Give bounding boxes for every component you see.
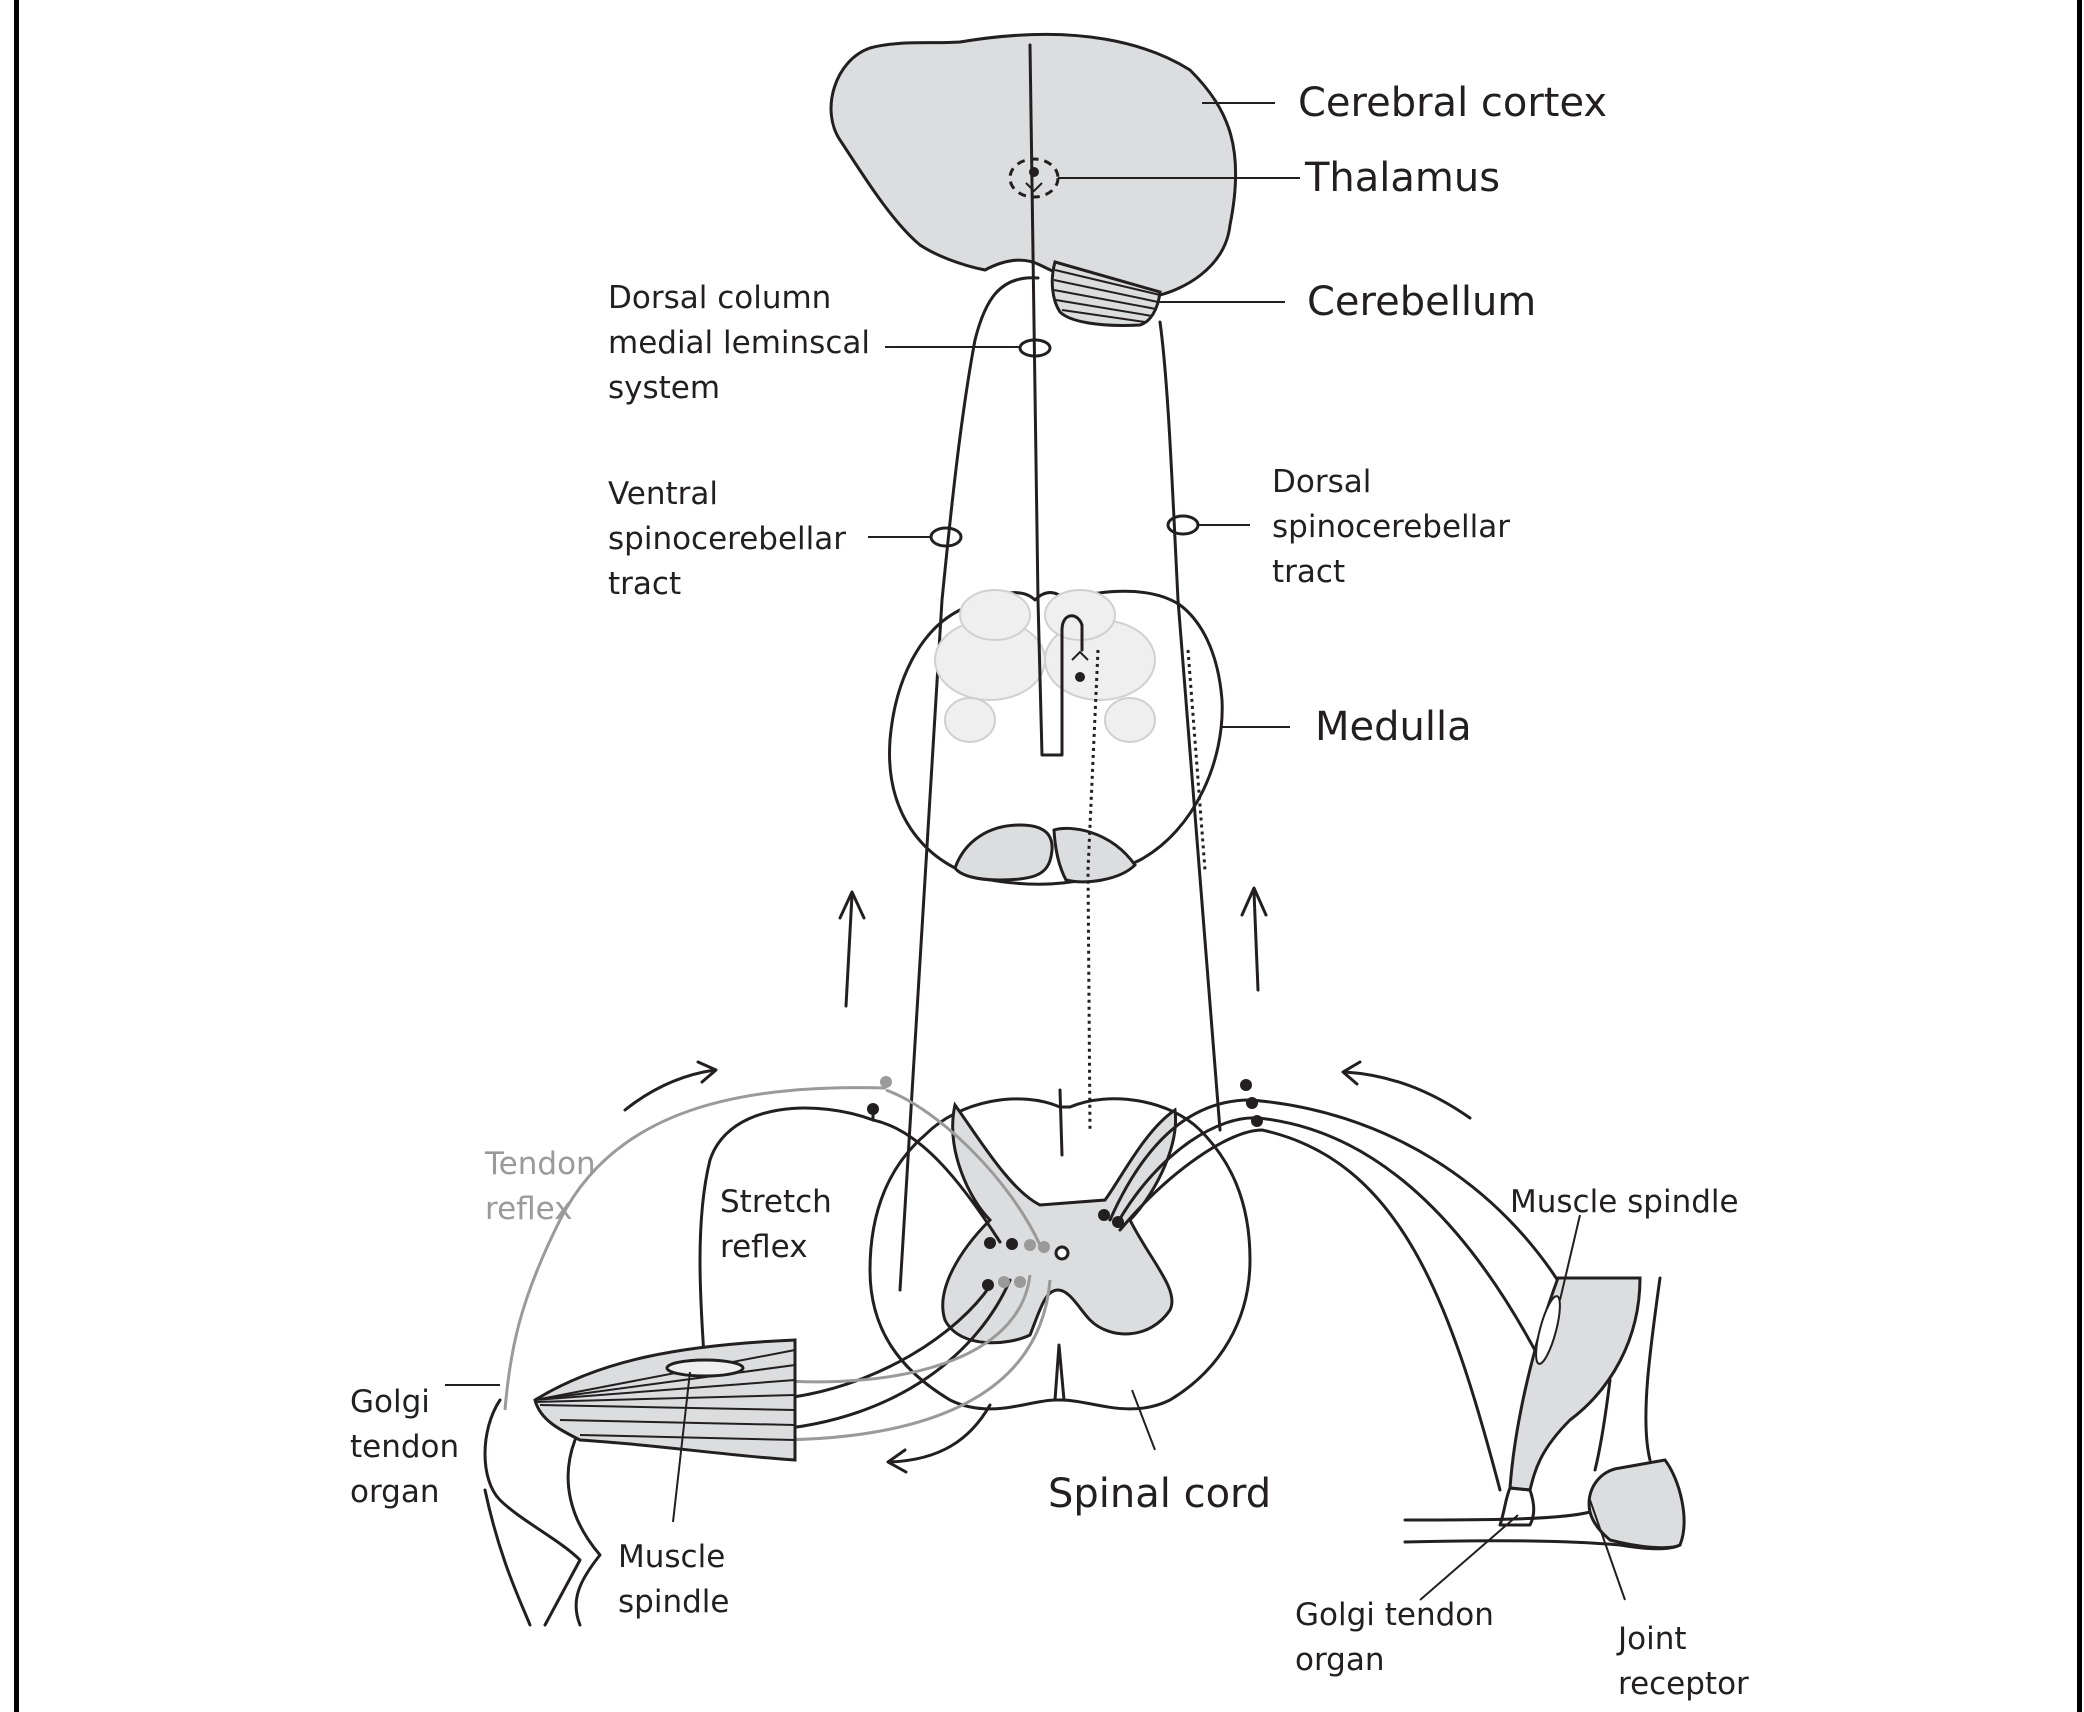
right-afferent-3 bbox=[1118, 1128, 1502, 1492]
label-ventral-spinocerebellar-tract: Ventral spinocerebellar tract bbox=[608, 476, 847, 602]
thalamus-synapse-fork bbox=[1025, 182, 1043, 193]
knee-tibia bbox=[483, 1488, 532, 1627]
dorsal-spinocerebellar-marker bbox=[1166, 514, 1200, 536]
right-muscle-spindle bbox=[1535, 1295, 1561, 1365]
curved-arrow-top-left bbox=[623, 1060, 718, 1112]
spinal-cord-dorsal-median-sulcus bbox=[1058, 1088, 1064, 1157]
ascending-arrow-right bbox=[1240, 886, 1268, 992]
label-cerebral-cortex: Cerebral cortex bbox=[1298, 80, 1608, 126]
knee-femur bbox=[483, 1398, 582, 1627]
left-efferent-2 bbox=[768, 1278, 1012, 1432]
left-muscle-fibers bbox=[534, 1349, 796, 1441]
shin-bone bbox=[1644, 1276, 1662, 1462]
left-efferent-gray-1 bbox=[769, 1274, 1032, 1384]
label-golgi-tendon-organ-left: Golgi tendon organ bbox=[350, 1384, 460, 1510]
label-tendon-reflex: Tendon reflex bbox=[485, 1146, 596, 1227]
tendon-reflex-afferent bbox=[503, 1086, 887, 1411]
label-medulla: Medulla bbox=[1315, 704, 1472, 750]
medulla-crossing-dotted-2 bbox=[1186, 649, 1207, 871]
label-dorsal-spinocerebellar-tract: Dorsal spinocerebellar tract bbox=[1272, 464, 1511, 590]
leader-lines bbox=[445, 102, 1626, 1601]
curved-arrow-bottom bbox=[886, 1403, 992, 1474]
right-afferent-1 bbox=[1108, 1098, 1572, 1302]
spinal-cord-outline bbox=[868, 1097, 1252, 1411]
right-tendon bbox=[1498, 1486, 1536, 1527]
cerebellum-shape bbox=[1050, 260, 1162, 327]
left-muscle-spindle bbox=[665, 1358, 745, 1378]
curved-arrow-top-right bbox=[1341, 1060, 1472, 1120]
central-canal bbox=[1054, 1245, 1070, 1261]
medulla-nuclei bbox=[934, 589, 1156, 743]
frame-border-left bbox=[14, 0, 19, 1712]
ankle-joint bbox=[1587, 1458, 1686, 1550]
medulla-crossing-dotted-1 bbox=[1086, 649, 1100, 1131]
label-stretch-reflex: Stretch reflex bbox=[720, 1184, 832, 1265]
frame-border-right bbox=[2077, 0, 2082, 1712]
ascending-arrow-left bbox=[838, 890, 866, 1008]
ventral-spinocerebellar-marker bbox=[929, 526, 963, 548]
cerebellum-folia bbox=[1053, 269, 1161, 323]
spinal-cord-ventral-fissure bbox=[1053, 1343, 1066, 1402]
label-dorsal-column-medial-lemniscal-system: Dorsal column medial leminscal system bbox=[608, 280, 870, 406]
knee-patella bbox=[566, 1438, 602, 1627]
dorsal-column-tract-line bbox=[1028, 43, 1040, 602]
label-thalamus: Thalamus bbox=[1305, 155, 1501, 201]
label-muscle-spindle-right: Muscle spindle bbox=[1510, 1184, 1739, 1220]
medulla-pyramid-right bbox=[1052, 826, 1137, 884]
ventral-spinocerebellar-tract-line bbox=[898, 276, 1040, 1292]
left-efferent-gray-2 bbox=[769, 1279, 1052, 1442]
medulla-pyramid-left bbox=[953, 823, 1054, 882]
label-joint-receptor: Joint receptor bbox=[1618, 1621, 1749, 1702]
spinal-cord-gray-matter bbox=[941, 1101, 1178, 1345]
label-spinal-cord: Spinal cord bbox=[1048, 1471, 1272, 1517]
label-muscle-spindle-left: Muscle spindle bbox=[618, 1539, 730, 1620]
medulla-dorsal-column-loop bbox=[1036, 598, 1084, 757]
label-cerebellum: Cerebellum bbox=[1307, 279, 1537, 325]
dorsal-spinocerebellar-tract-line bbox=[1158, 320, 1222, 1132]
stretch-reflex-afferent bbox=[698, 1106, 875, 1372]
left-efferent-1 bbox=[768, 1284, 992, 1402]
right-afferent-2 bbox=[1116, 1116, 1562, 1402]
right-muscle bbox=[1508, 1276, 1642, 1492]
label-golgi-tendon-organ-right: Golgi tendon organ bbox=[1295, 1597, 1494, 1678]
